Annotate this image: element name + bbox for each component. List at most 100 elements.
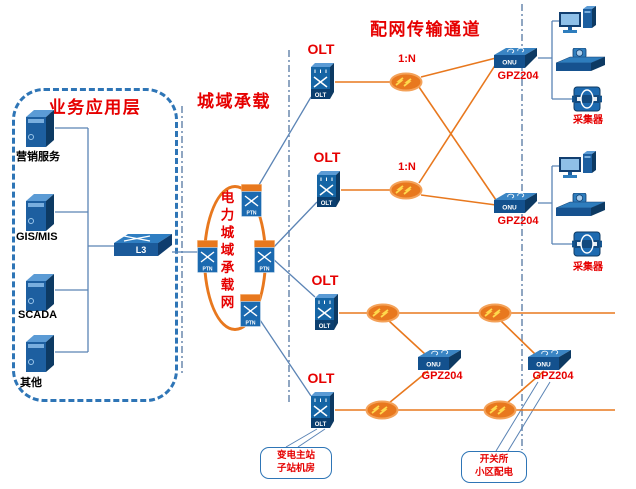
ptn-label: PTN [247,211,257,217]
server-gis-mis-label: GIS/MIS [16,231,58,243]
olt4-device[interactable]: OLT [308,390,335,433]
olt1-device[interactable]: OLT [308,61,335,104]
ptn-icon: PTN [241,184,262,217]
onu3-device[interactable]: ONU [418,349,462,376]
app-layer-title: 业务应用层 [48,98,142,117]
olt-icon: OLT [311,392,334,428]
ptn-node-right[interactable]: PTN [254,240,275,278]
pc-terminal-1[interactable] [559,6,597,42]
ptn-label: PTN [246,321,256,327]
callout-pointer-wires [285,381,551,452]
section-divider-right [521,4,523,450]
collector1-label: 采集器 [573,115,603,126]
blue-wires [55,20,573,397]
olt-body-label: OLT [315,422,327,428]
collector2-label: 采集器 [573,262,603,273]
app-layer-panel: 业务应用层 [12,88,178,402]
olt-body-label: OLT [321,201,333,207]
olt-body-label: OLT [319,324,331,330]
olt3-title: OLT [311,272,339,288]
onu-body-label: ONU [426,362,441,369]
ptn-node-left[interactable]: PTN [197,240,218,278]
server-icon [26,335,54,372]
collector-device-1[interactable] [571,86,603,117]
olt4-title: OLT [307,370,335,386]
splitter-icon [389,72,423,92]
olt-icon: OLT [315,294,338,330]
server-icon [26,194,54,231]
collector-icon [571,86,603,112]
ptn-label: PTN [260,267,270,273]
metro-ring-label: 电力城域承载网 [218,190,234,313]
server-other[interactable] [24,334,56,377]
splitter-icon [478,303,512,323]
ptn-label: PTN [203,267,213,273]
onu-body-label: ONU [536,362,551,369]
ptn-icon: PTN [254,240,275,273]
splitter2-ratio: 1:N [398,161,416,173]
onu-body-label: ONU [502,205,517,212]
collector-icon [571,231,603,257]
pc-icon [559,151,596,178]
l3-switch-label: L3 [136,245,147,255]
olt-body-label: OLT [315,93,327,99]
pc-terminal-2[interactable] [559,151,597,187]
onu4-model: GPZ204 [532,370,574,382]
olt-icon: OLT [311,63,334,99]
onu-icon: ONU [418,349,461,370]
splitter-icon [389,180,423,200]
camera-terminal-1[interactable] [555,47,606,77]
server-scada[interactable] [24,273,56,316]
splitter5[interactable] [365,400,399,425]
l3-switch[interactable]: L3 [114,234,172,263]
title-metro-bearer: 城域承载 [197,92,271,111]
onu3-model: GPZ204 [421,370,463,382]
splitter4[interactable] [478,303,512,328]
splitter6[interactable] [483,400,517,425]
callout-substation-room: 变电主站 子站机房 [260,447,332,479]
onu-body-label: ONU [502,60,517,67]
splitter2[interactable] [389,180,423,205]
server-marketing[interactable] [24,109,56,152]
title-distribution-channel: 配网传输通道 [370,20,481,39]
onu-icon: ONU [494,47,537,68]
splitter-icon [365,400,399,420]
section-divider-middle [288,50,290,402]
collector-device-2[interactable] [571,231,603,262]
olt3-device[interactable]: OLT [312,292,339,335]
splitter1[interactable] [389,72,423,97]
onu2-model: GPZ204 [497,215,539,227]
onu4-device[interactable]: ONU [528,349,572,376]
onu2-device[interactable]: ONU [494,192,538,219]
camera-terminal-2[interactable] [555,192,606,222]
onu1-device[interactable]: ONU [494,47,538,74]
camera-icon [555,192,606,216]
splitter3[interactable] [366,303,400,328]
ptn-node-bottom[interactable]: PTN [240,294,261,332]
olt1-title: OLT [307,41,335,57]
callout-switch-station: 开关所 小区配电 [461,451,527,483]
ptn-icon: PTN [197,240,218,273]
section-divider-left [181,106,183,374]
server-other-label: 其他 [20,377,42,389]
ptn-icon: PTN [240,294,261,327]
onu-icon: ONU [528,349,571,370]
olt-icon: OLT [317,171,340,207]
onu1-model: GPZ204 [497,70,539,82]
server-icon [26,274,54,311]
server-gis-mis[interactable] [24,193,56,236]
camera-icon [555,47,606,71]
l3-switch-icon: L3 [114,234,172,256]
onu-icon: ONU [494,192,537,213]
olt2-device[interactable]: OLT [314,169,341,212]
server-marketing-label: 营销服务 [16,151,60,163]
ptn-node-top[interactable]: PTN [241,184,262,222]
server-icon [26,110,54,147]
server-scada-label: SCADA [18,309,58,321]
splitter1-ratio: 1:N [398,53,416,65]
pc-icon [559,6,596,33]
olt2-title: OLT [313,149,341,165]
splitter-icon [366,303,400,323]
